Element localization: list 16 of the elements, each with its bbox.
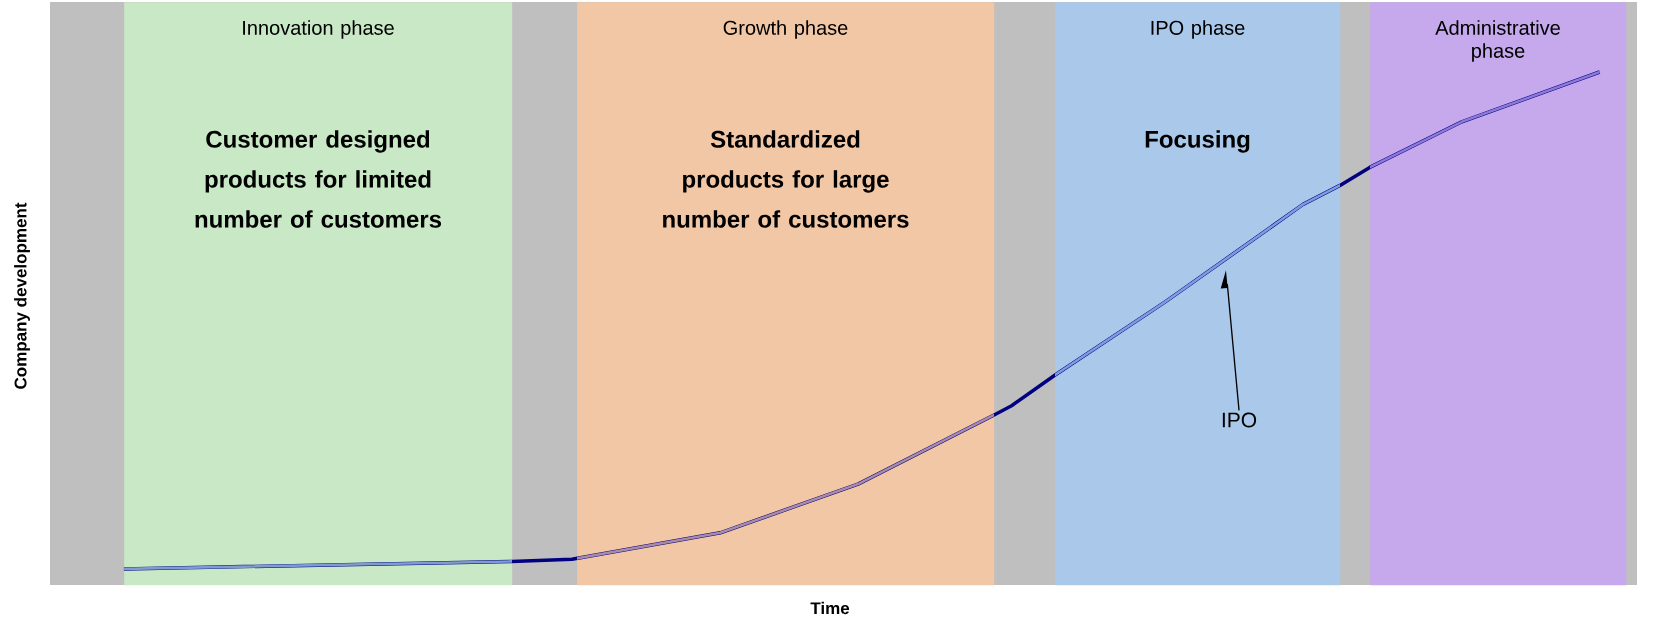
growth-curve [123, 70, 1601, 571]
callout-label: IPO [1222, 412, 1257, 428]
axis-title: Company development [14, 202, 30, 389]
phase-band [1370, 2, 1627, 586]
phase-title: Innovation phase [243, 20, 394, 39]
phase-band [577, 2, 995, 586]
phase-title: Growth phase [723, 20, 848, 39]
phase-band [124, 2, 513, 586]
axis-title: Time [810, 601, 850, 615]
phase-title: Administrative phase [1435, 20, 1560, 62]
phase-description: Standardized products for large number of customers [663, 130, 909, 228]
phase-band [1055, 2, 1341, 586]
phase-description: Customer designed products for limited number of customers [195, 130, 441, 228]
leader-arrow [1220, 270, 1240, 411]
phase-description: Focusing [1145, 130, 1250, 153]
phase-title: IPO phase [1151, 20, 1245, 39]
